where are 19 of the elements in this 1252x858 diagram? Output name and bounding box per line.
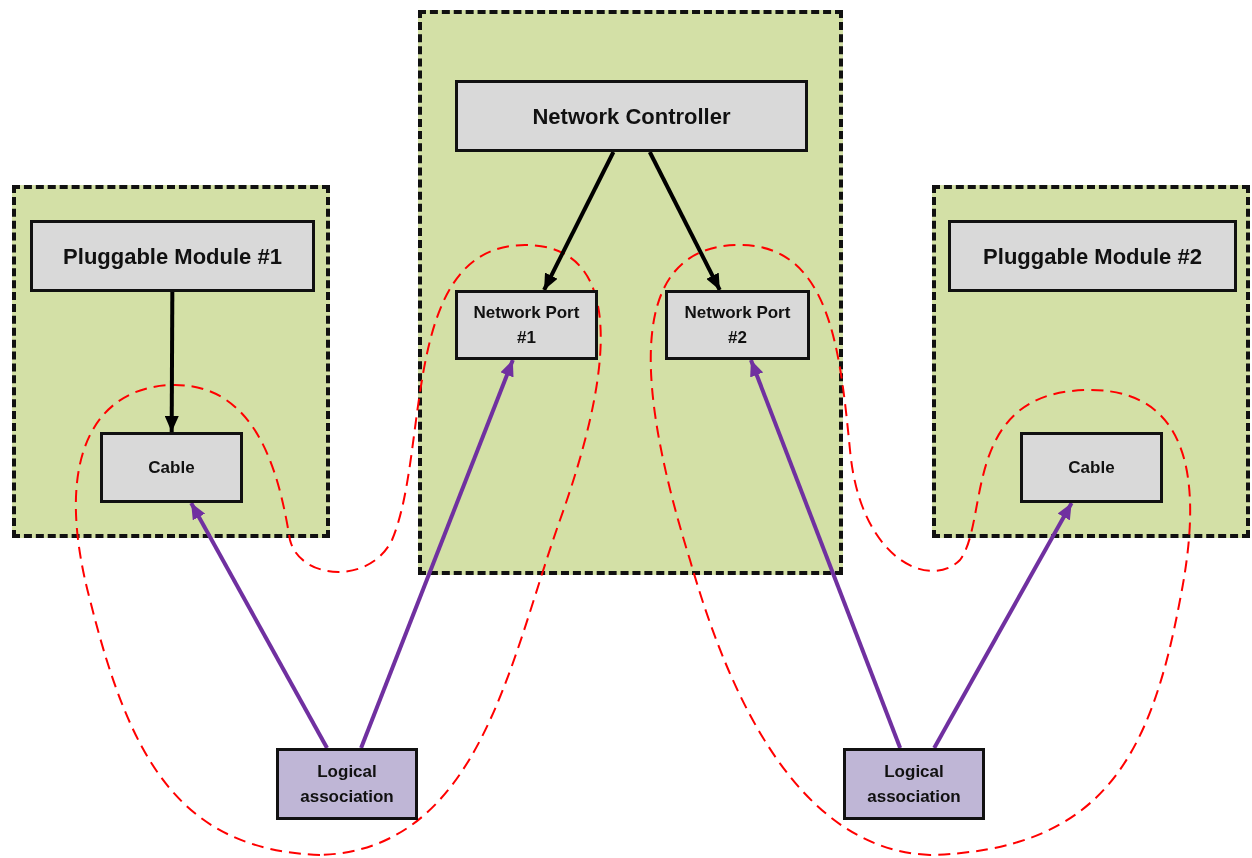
component-box: Pluggable Module #1 — [30, 220, 315, 292]
component-box: Network Port #1 — [455, 290, 598, 360]
component-box: Cable — [1020, 432, 1163, 503]
association-box: Logical association — [276, 748, 418, 820]
dashed-group-panel — [12, 185, 330, 538]
component-box: Network Controller — [455, 80, 808, 152]
arrow — [359, 359, 515, 749]
component-box: Cable — [100, 432, 243, 503]
dashed-group-panel — [418, 10, 843, 575]
arrow — [164, 292, 179, 432]
arrow — [189, 502, 329, 749]
arrow — [749, 359, 903, 749]
arrow — [542, 151, 616, 291]
component-box: Network Port #2 — [665, 290, 810, 360]
component-box: Pluggable Module #2 — [948, 220, 1237, 292]
dashed-group-panel — [932, 185, 1250, 538]
association-box: Logical association — [843, 748, 985, 820]
arrow — [932, 502, 1074, 749]
arrow — [647, 151, 722, 291]
